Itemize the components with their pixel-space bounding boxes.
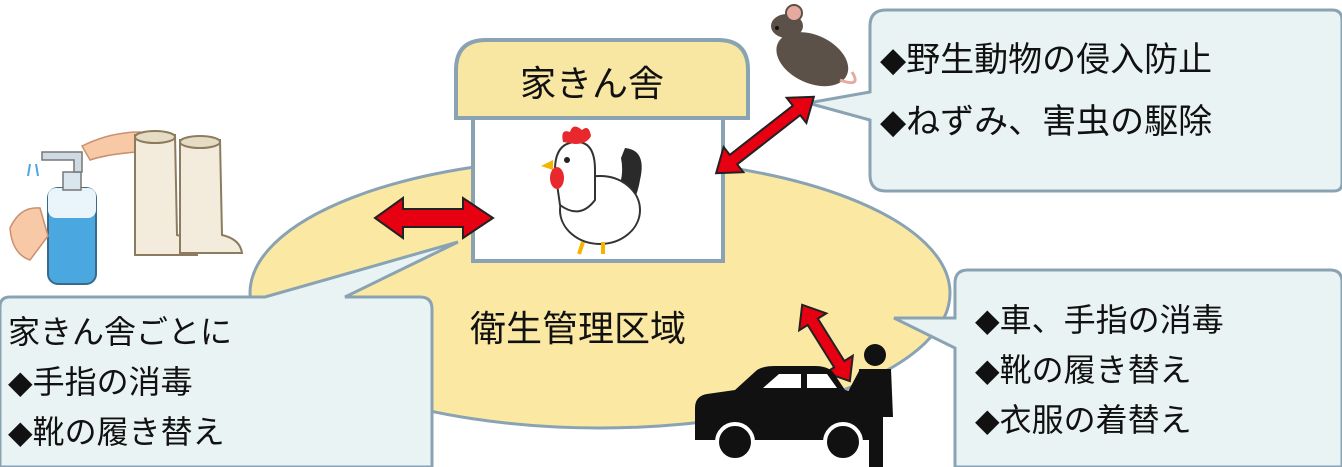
callout-wildlife-line-2: ◆ねずみ、害虫の駆除 xyxy=(880,102,1213,142)
chicken-icon xyxy=(541,126,642,255)
callout-vehicle-line-2: ◆靴の履き替え xyxy=(975,351,1192,389)
poultry-house-title: 家きん舎 xyxy=(520,64,665,105)
hand-sanitizer-icon xyxy=(9,131,141,285)
sanitary-zone-label: 衛生管理区域 xyxy=(470,309,687,350)
person-icon xyxy=(841,344,893,467)
callout-vehicle-line-1: ◆車、手指の消毒 xyxy=(975,301,1224,339)
poultry-house-roof xyxy=(454,38,750,120)
double-arrow-icon xyxy=(797,303,855,383)
callout-house-shape xyxy=(0,240,459,467)
callout-vehicle-line-3: ◆衣服の着替え xyxy=(975,401,1192,439)
double-arrow-icon xyxy=(714,95,816,175)
car-icon xyxy=(695,366,880,462)
double-arrow-icon xyxy=(373,196,495,240)
rat-icon xyxy=(771,4,857,87)
rubber-boots-icon xyxy=(134,130,244,256)
callout-vehicle-shape xyxy=(893,268,1342,467)
callout-house-line-1: 家きん舎ごとに xyxy=(8,313,233,351)
callout-wildlife-shape xyxy=(807,8,1342,193)
poultry-house xyxy=(454,38,750,263)
callout-house-line-3: ◆靴の履き替え xyxy=(8,413,225,451)
callout-wildlife-line-1: ◆野生動物の侵入防止 xyxy=(880,40,1213,80)
callout-house-line-2: ◆手指の消毒 xyxy=(8,363,193,401)
